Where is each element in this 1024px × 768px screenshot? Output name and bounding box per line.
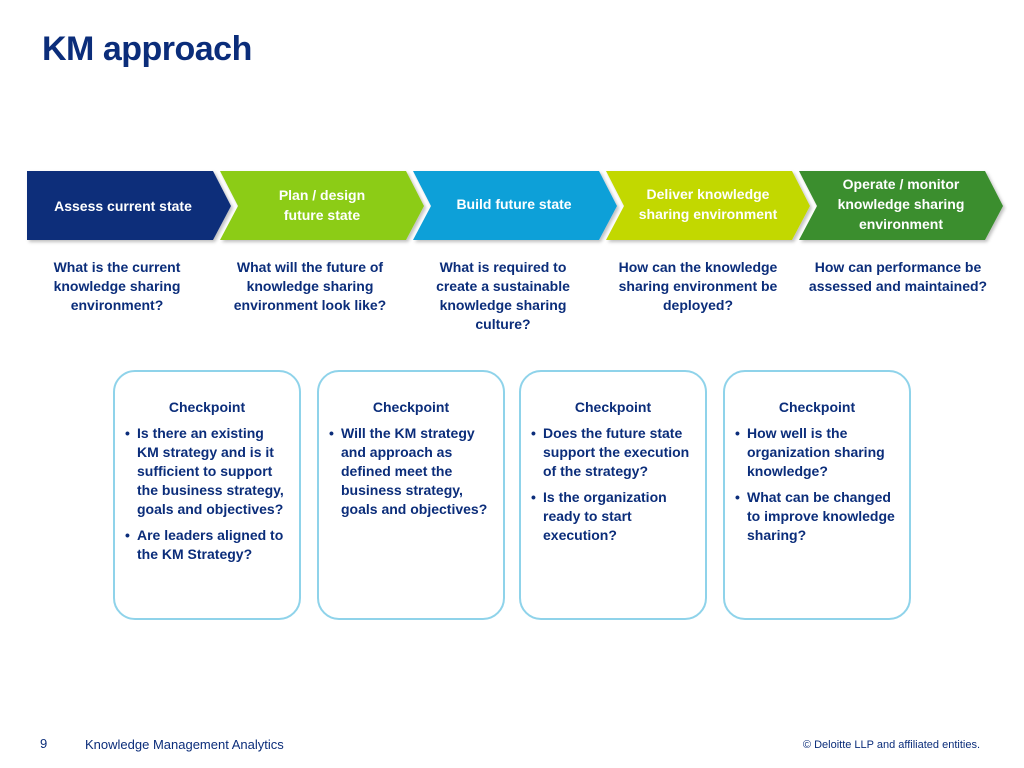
phase-question-assess: What is the current knowledge sharing en…	[53, 259, 181, 313]
footer-title: Knowledge Management Analytics	[85, 737, 284, 752]
checkpoint-item: •How well is the organization sharing kn…	[735, 425, 885, 479]
checkpoint-item: •Does the future state support the execu…	[531, 425, 690, 479]
checkpoint-item: •Will the KM strategy and approach as de…	[329, 425, 488, 517]
footer-copyright: © Deloitte LLP and affiliated entities.	[802, 739, 980, 751]
phase-question-plan: What will the future of knowledge sharin…	[233, 259, 387, 313]
phase-label-assess: Assess current state	[54, 198, 192, 214]
chevron-build	[413, 171, 617, 240]
chevron-plan	[220, 171, 424, 240]
phase-label-operate: Operate / monitor knowledge sharing envi…	[837, 176, 965, 232]
phase-question-operate: How can performance be assessed and main…	[808, 259, 988, 294]
checkpoint-item: •What can be changed to improve knowledg…	[735, 489, 895, 543]
checkpoint-card-4: Checkpoint •How well is the organization…	[723, 370, 911, 620]
checkpoint-title: Checkpoint	[778, 399, 856, 415]
checkpoint-item: •Is the organization ready to start exec…	[531, 489, 667, 543]
checkpoint-title: Checkpoint	[372, 399, 450, 415]
checkpoint-item: •Is there an existing KM strategy and is…	[125, 425, 284, 517]
phase-question-deliver: How can the knowledge sharing environmen…	[618, 259, 778, 313]
chevron-operate	[799, 171, 1003, 240]
chevron-assess	[27, 171, 231, 240]
process-chevron-bar	[27, 171, 1003, 240]
checkpoint-card-1: Checkpoint •Is there an existing KM stra…	[113, 370, 301, 620]
page-title: KM approach	[42, 30, 252, 68]
phase-label-build: Build future state	[456, 196, 572, 212]
chevron-deliver	[606, 171, 810, 240]
checkpoint-item: •Are leaders aligned to the KM Strategy?	[125, 527, 284, 562]
checkpoint-title: Checkpoint	[168, 399, 246, 415]
page-number: 9	[40, 736, 48, 751]
phase-label-plan: Plan / design future state	[278, 187, 366, 223]
checkpoint-card-2: Checkpoint •Will the KM strategy and app…	[317, 370, 505, 620]
checkpoint-title: Checkpoint	[574, 399, 652, 415]
checkpoint-card-3: Checkpoint •Does the future state suppor…	[519, 370, 707, 620]
phase-question-build: What is required to create a sustainable…	[436, 259, 570, 332]
phase-label-deliver: Deliver knowledge sharing environment	[638, 186, 778, 222]
